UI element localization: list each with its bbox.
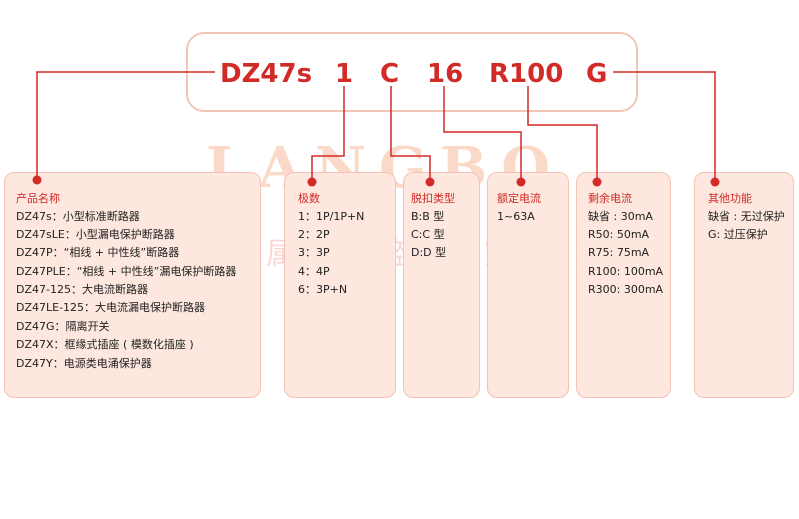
code-poles: 1	[335, 59, 354, 89]
residual-line: 缺省 : 30mA	[588, 210, 653, 223]
connector-poles	[311, 86, 345, 180]
product-line: DZ47PLE：“相线 + 中性线”漏电保护断路器	[16, 265, 237, 278]
poles-line: 1：1P/1P+N	[298, 210, 365, 223]
other-title: 其他功能	[708, 192, 752, 205]
poles-line: 6：3P+N	[298, 283, 348, 296]
poles-line: 3：3P	[298, 246, 330, 259]
dot-series	[32, 175, 42, 185]
panel-other	[694, 172, 794, 398]
product-line: DZ47sLE：小型漏电保护断路器	[16, 228, 175, 241]
product-line: DZ47X：框缘式插座 ( 模数化插座 )	[16, 338, 194, 351]
code-curve: C	[380, 59, 400, 89]
code-current: 16	[427, 59, 464, 89]
rated-line: 1~63A	[497, 210, 535, 223]
dot-curve	[425, 177, 435, 187]
other-line: G: 过压保护	[708, 228, 768, 241]
product-line: DZ47s：小型标准断路器	[16, 210, 140, 223]
connector-curve	[390, 86, 431, 180]
poles-line: 2：2P	[298, 228, 330, 241]
residual-line: R300: 300mA	[588, 283, 664, 296]
panel-poles	[284, 172, 396, 398]
dot-poles	[307, 177, 317, 187]
connector-series	[36, 71, 215, 178]
product-line: DZ47LE-125：大电流漏电保护断路器	[16, 301, 206, 314]
panel-rated	[487, 172, 569, 398]
connector-residual	[527, 86, 598, 180]
panel-trip	[403, 172, 480, 398]
residual-line: R100: 100mA	[588, 265, 664, 278]
residual-title: 剩余电流	[588, 192, 632, 205]
panel-product	[4, 172, 261, 398]
poles-line: 4：4P	[298, 265, 330, 278]
rated-title: 额定电流	[497, 192, 541, 205]
code-series: DZ47s	[220, 59, 313, 89]
poles-title: 极数	[298, 192, 320, 205]
connector-other	[613, 71, 716, 180]
code-residual: R100	[489, 59, 564, 89]
residual-line: R75: 75mA	[588, 246, 650, 259]
trip-line: C:C 型	[411, 228, 445, 241]
product-title: 产品名称	[16, 192, 60, 205]
dot-current	[516, 177, 526, 187]
dot-other	[710, 177, 720, 187]
product-line: DZ47G：隔离开关	[16, 320, 110, 333]
code-other: G	[586, 59, 608, 89]
connector-current	[443, 86, 522, 180]
product-line: DZ47-125：大电流断路器	[16, 283, 148, 296]
trip-line: B:B 型	[411, 210, 445, 223]
residual-line: R50: 50mA	[588, 228, 650, 241]
product-line: DZ47P：“相线 + 中性线”断路器	[16, 246, 180, 259]
model-code-box	[186, 32, 638, 112]
other-line: 缺省 : 无过保护	[708, 210, 785, 223]
trip-line: D:D 型	[411, 246, 447, 259]
product-line: DZ47Y：电源类电涌保护器	[16, 357, 152, 370]
trip-title: 脱扣类型	[411, 192, 455, 205]
panel-residual	[576, 172, 671, 398]
dot-residual	[592, 177, 602, 187]
